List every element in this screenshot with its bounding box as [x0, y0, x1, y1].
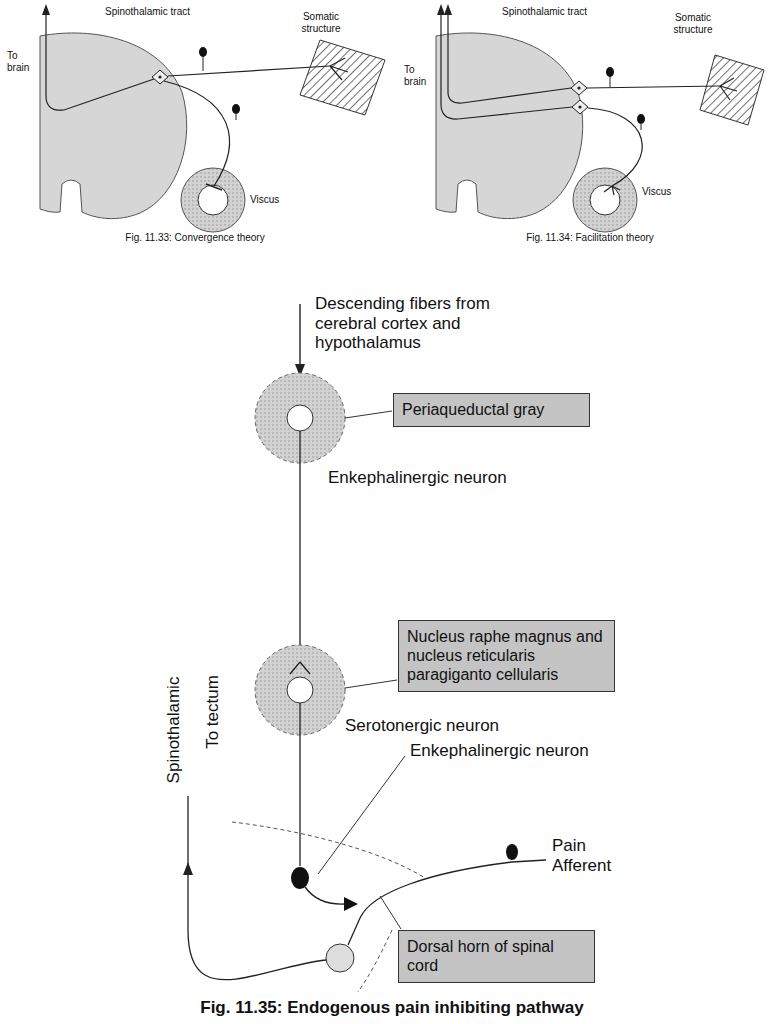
neuron-label: Enkephalinergic neuron	[410, 741, 589, 761]
neuron-body	[287, 405, 313, 431]
nerve-ending	[330, 58, 348, 80]
fiber-label: Pain Afferent	[552, 836, 622, 875]
dorsal-horn-outline	[358, 930, 392, 992]
ganglion	[199, 47, 207, 57]
synapse-fork	[290, 662, 310, 674]
ganglion	[606, 67, 614, 77]
label-box: Dorsal horn of spinal cord	[398, 930, 595, 983]
axon	[305, 887, 344, 904]
dorsal-horn-outline	[232, 822, 425, 878]
tract-line	[46, 14, 154, 110]
viscus	[181, 168, 245, 232]
afferent-fiber	[588, 108, 642, 186]
organ-label: Viscus	[642, 186, 671, 198]
tract-label: To tectum	[203, 675, 223, 749]
figure-caption: Fig. 11.35: Endogenous pain inhibiting p…	[200, 998, 583, 1018]
ganglion	[637, 114, 645, 124]
tract-line	[448, 14, 571, 103]
arrow-head	[183, 862, 193, 875]
tract-label: Spinothalamic tract	[502, 6, 587, 18]
afferent-fiber	[168, 66, 330, 76]
fiber-label: Descending fibers from cerebral cortex a…	[315, 294, 493, 353]
box-text: Nucleus raphe magnus and nucleus reticul…	[407, 627, 606, 685]
leader-line	[345, 411, 392, 418]
label-box: Nucleus raphe magnus and nucleus reticul…	[398, 620, 615, 692]
direction-label: To brain	[7, 50, 39, 73]
ganglion-stalk	[236, 114, 237, 120]
direction-label: To brain	[404, 64, 436, 87]
neuron-label: Serotonergic neuron	[345, 716, 499, 736]
box-text: Dorsal horn of spinal cord	[407, 937, 586, 975]
axon	[299, 703, 300, 866]
nerve-ending	[720, 78, 737, 100]
ganglion-stalk	[610, 76, 611, 87]
figure-caption: Fig. 11.33: Convergence theory	[125, 232, 264, 244]
viscus-lumen	[198, 185, 228, 215]
neuron-cell	[572, 100, 588, 114]
figure-caption: Fig. 11.34: Facilitation theory	[526, 232, 654, 244]
neuron-cell	[571, 81, 587, 95]
ganglion-stalk	[641, 124, 642, 130]
tract-line	[441, 14, 572, 119]
neuron-body	[287, 677, 313, 703]
axon	[299, 431, 300, 662]
afferent-fiber	[164, 81, 229, 186]
spinal-cord	[436, 33, 583, 219]
nerve-ending	[206, 184, 222, 190]
structure-label: Somatic structure	[668, 12, 718, 35]
tract-label: Spinothalamic	[164, 677, 184, 784]
leader-line	[380, 896, 401, 929]
structure-label: Somatic structure	[296, 11, 346, 34]
tract-label: Spinothalamic tract	[105, 6, 190, 18]
ganglion	[232, 104, 240, 114]
descending-fiber	[299, 304, 300, 366]
arrow-head	[444, 4, 452, 15]
somatic-structure	[700, 55, 764, 125]
afferent-fiber	[587, 86, 720, 88]
somatic-structure	[300, 40, 385, 115]
neuron-body	[326, 944, 354, 972]
nerve-ending	[604, 186, 620, 195]
synaptic-terminal	[344, 897, 358, 911]
box-text: Periaqueductal gray	[402, 400, 581, 419]
viscus	[573, 168, 637, 232]
ganglion	[506, 844, 518, 860]
neuron-nucleus	[577, 86, 580, 89]
neuron-nucleus	[158, 75, 161, 78]
ganglion-stalk	[203, 56, 204, 71]
spinothalamic-axon	[188, 796, 326, 980]
arrow-head	[42, 4, 50, 15]
leader-line	[345, 680, 397, 688]
spinal-cord	[40, 33, 187, 219]
interneuron-body	[291, 867, 309, 889]
neuron-label: Enkephalinergic neuron	[328, 468, 507, 488]
neuron-nucleus	[578, 105, 581, 108]
label-box: Periaqueductal gray	[393, 393, 590, 427]
viscus-lumen	[590, 185, 620, 215]
organ-label: Viscus	[250, 194, 279, 206]
leader-line	[318, 756, 405, 874]
arrow-head	[437, 4, 445, 15]
